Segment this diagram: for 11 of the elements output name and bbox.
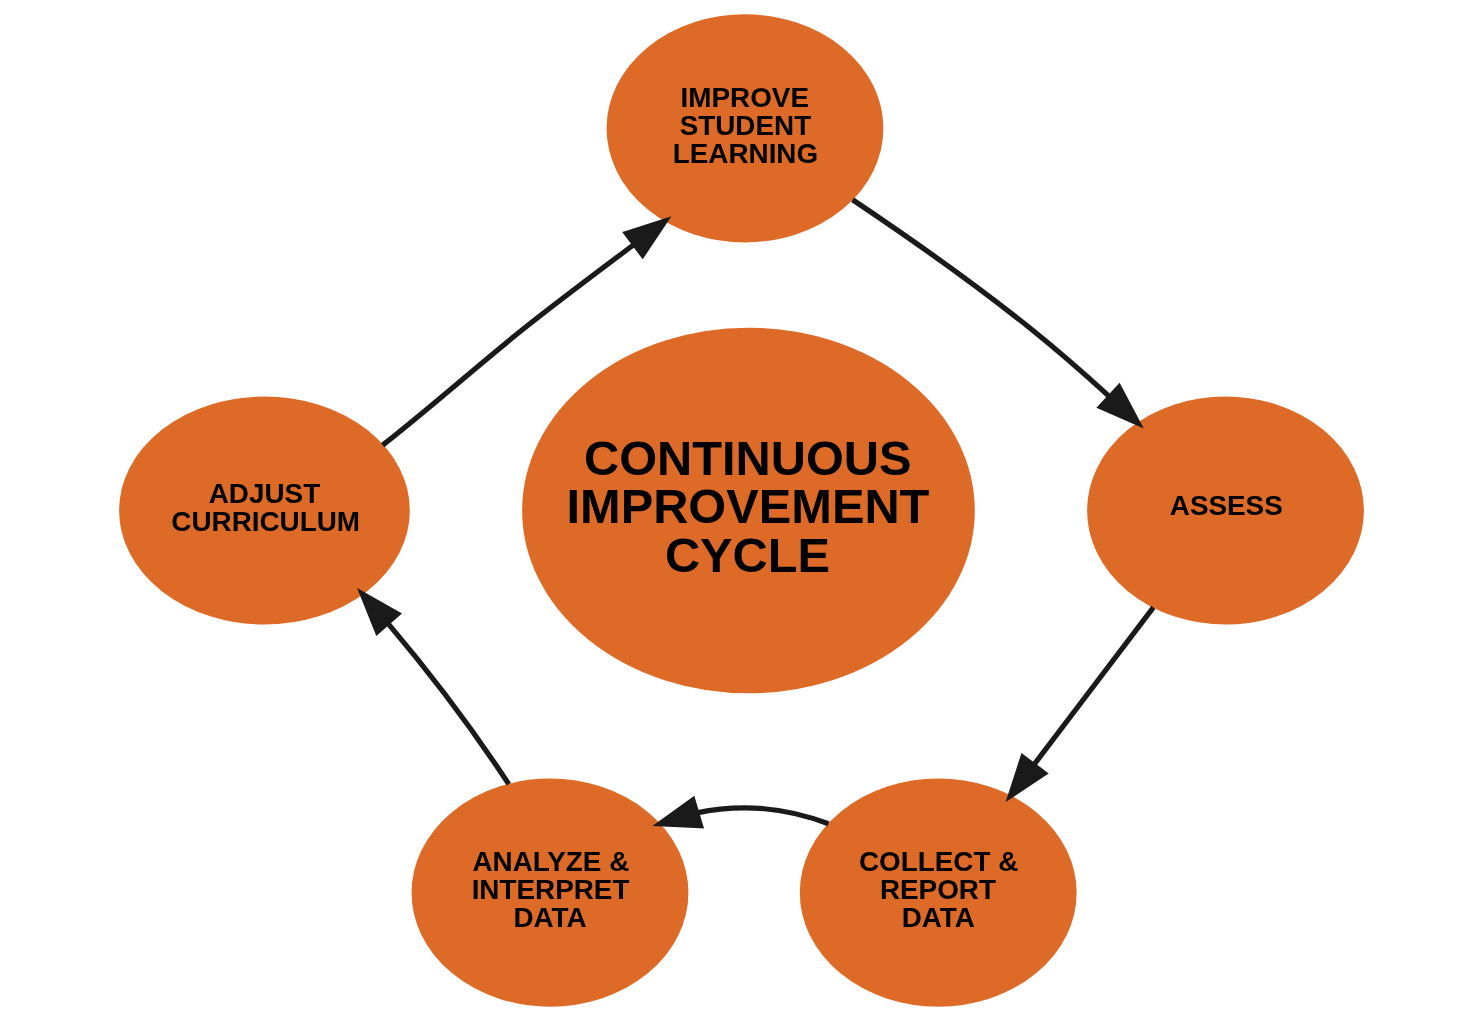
node-ellipse: ASSESS	[1086, 396, 1364, 625]
node-ellipse: COLLECT & REPORT DATA	[799, 778, 1077, 1007]
node-ellipse: IMPROVE STUDENT LEARNING	[606, 14, 883, 243]
arrow	[356, 588, 511, 786]
node-ellipse: CONTINUOUS IMPROVEMENT CYCLE	[521, 327, 975, 694]
node-ellipse: ADJUST CURRICULUM	[118, 396, 410, 625]
arrow	[651, 795, 829, 829]
arrow	[1005, 605, 1155, 803]
arrow	[380, 216, 671, 448]
arrow	[850, 197, 1144, 429]
node-ellipse: ANALYZE & INTERPRET DATA	[411, 778, 688, 1007]
